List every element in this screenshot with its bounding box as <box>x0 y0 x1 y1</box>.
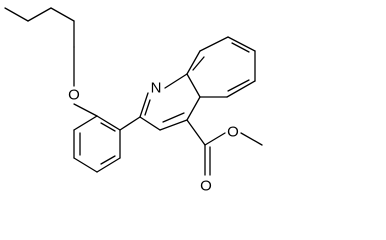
bond-phenyl-inner-1 <box>100 122 116 132</box>
bond-phenyl-1 <box>96 115 121 131</box>
bond-pyridine-c8a-c4a <box>186 73 201 98</box>
bond-pyridine-c4a-c4 <box>186 96 201 121</box>
bond-ester-methyl <box>240 132 263 146</box>
carbonyl-oxygen-atom-label: O <box>200 178 212 195</box>
ether-oxygen-atom-label: O <box>68 87 80 104</box>
molecule-structure: N O O O <box>4 7 263 195</box>
bond-phenyl-3 <box>96 157 121 173</box>
ester-oxygen-atom-label: O <box>227 124 239 141</box>
bond-phenyl-4 <box>73 157 98 173</box>
bond-benzo-5 <box>226 80 256 98</box>
bond-benzo-1 <box>186 50 201 75</box>
bond-pyridine-inner-2 <box>162 112 185 123</box>
bond-ether-ring <box>73 103 98 117</box>
nitrogen-atom-label: N <box>151 80 162 97</box>
bond-benzo-inner-1 <box>192 56 205 71</box>
bond-pyridine-c3-c2 <box>139 116 161 131</box>
bond-phenyl-inner-2 <box>100 155 116 165</box>
bond-c4-carbonyl <box>186 119 206 146</box>
bond-benzo-3 <box>227 36 256 52</box>
bond-benzo-2 <box>199 36 229 52</box>
atom-labels: N O O O <box>68 80 239 195</box>
bond-benzo-inner-2 <box>231 42 250 53</box>
bond-pyridine-c4-c3 <box>159 119 188 131</box>
bond-butyl-3 <box>50 7 75 22</box>
bond-biaryl <box>119 116 141 131</box>
bond-butyl-2 <box>27 7 52 22</box>
bond-pyridine-inner-1 <box>144 99 151 116</box>
bonds <box>4 7 263 176</box>
bond-carbonyl-ester <box>204 132 226 146</box>
bond-phenyl-6 <box>73 115 98 131</box>
bond-benzo-inner-3 <box>227 79 250 92</box>
bond-butyl-1 <box>4 7 29 22</box>
bond-pyridine-n-c8a <box>164 73 188 89</box>
bond-pyridine-c2-n <box>139 92 149 118</box>
